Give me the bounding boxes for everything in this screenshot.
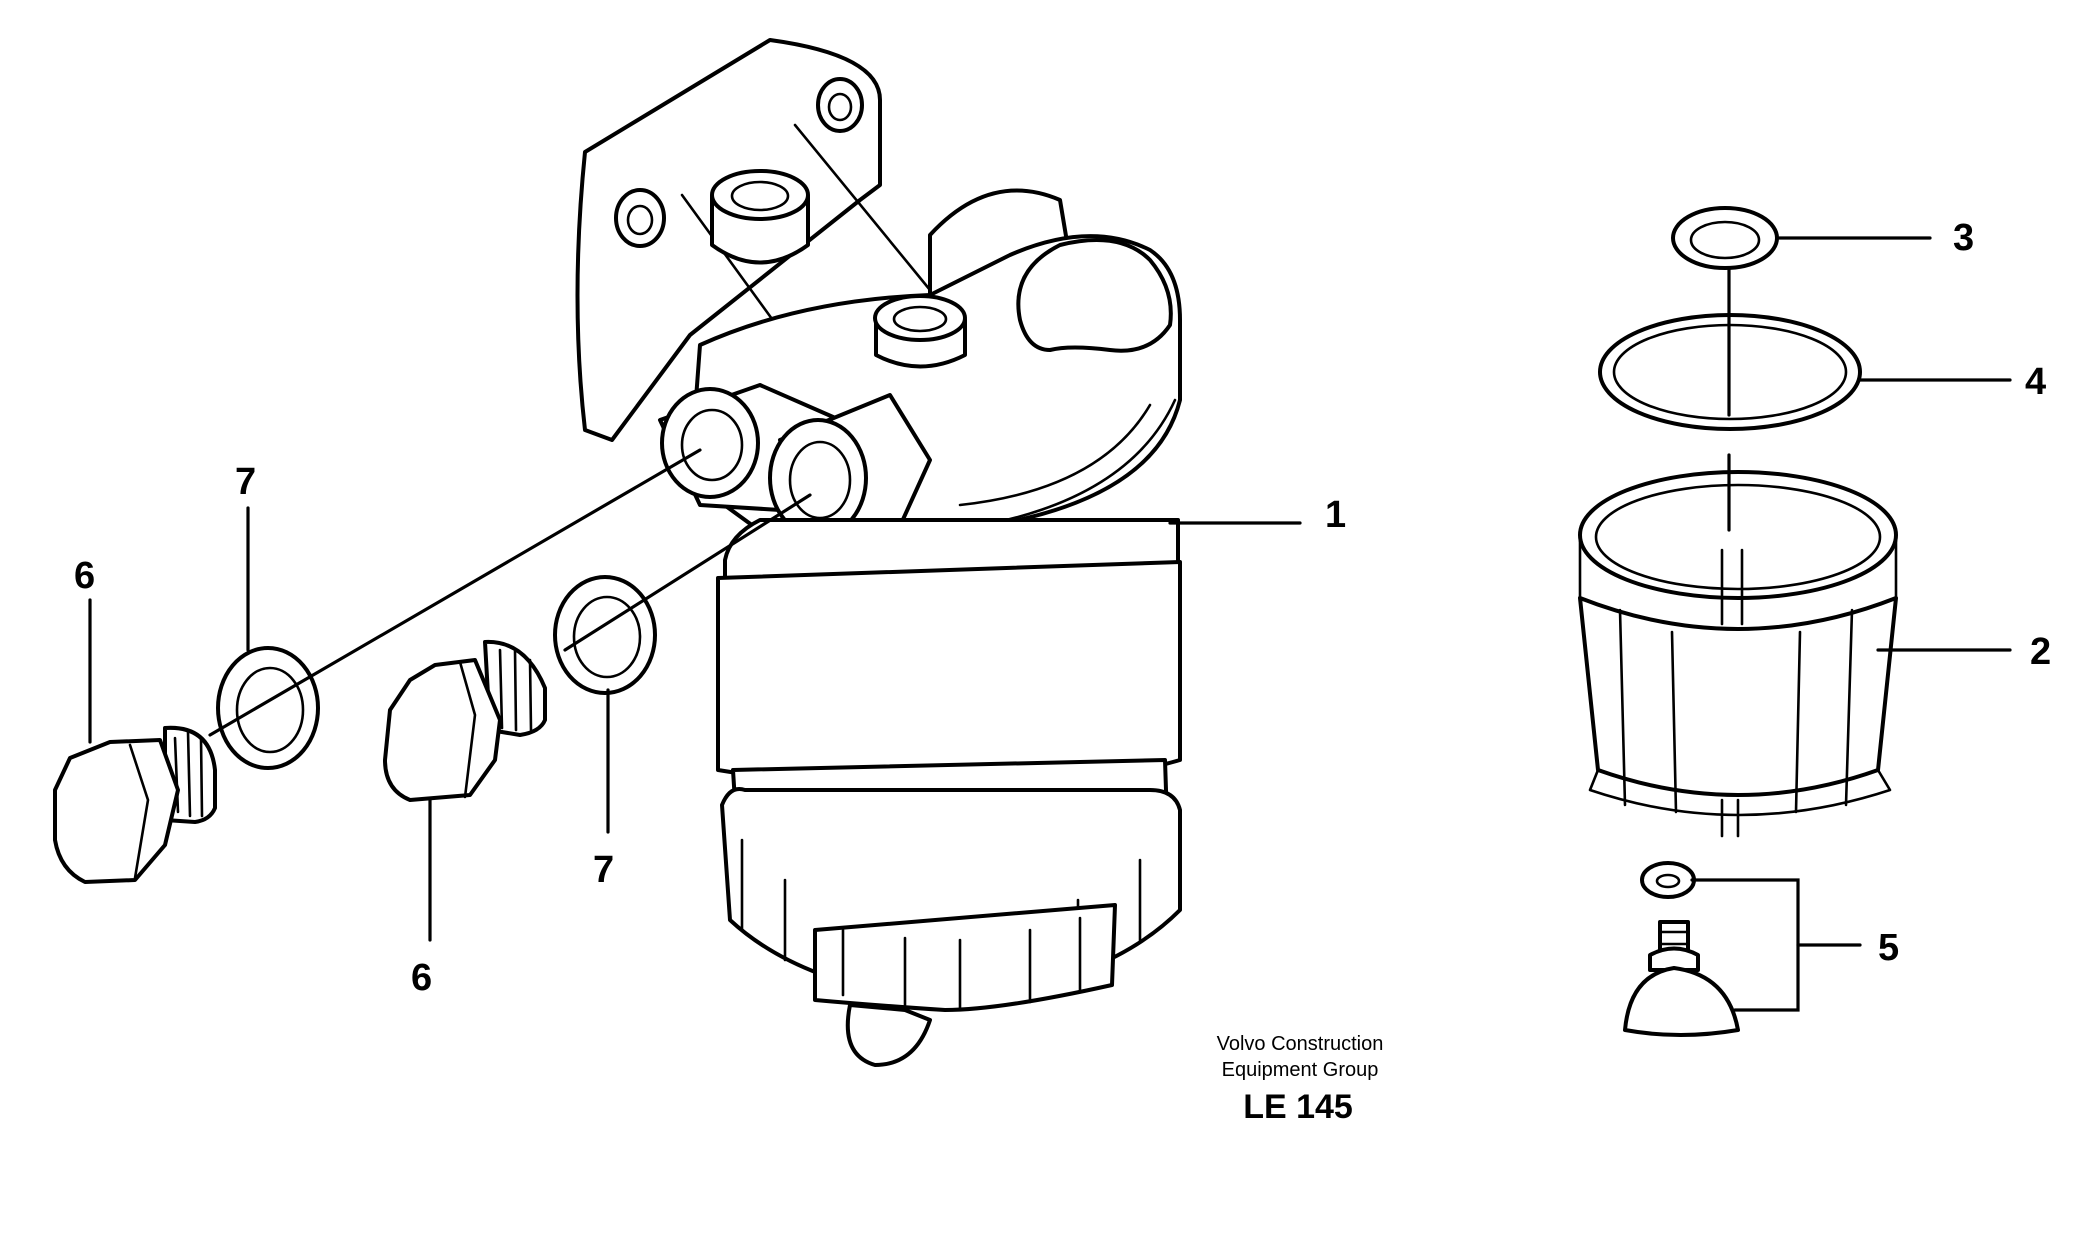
callouts: 1 2 3 4 5 6 7 6 7 <box>74 217 2051 999</box>
callout-7-left: 7 <box>235 461 256 503</box>
bracket-fitting <box>710 169 810 265</box>
head-rear-lobe <box>928 188 1072 302</box>
callout-3: 3 <box>1953 217 1974 259</box>
seal-ring-3 <box>1671 206 1779 270</box>
plug-right <box>383 639 547 802</box>
plug-left <box>53 725 217 884</box>
filter-insert-2 <box>1578 470 1898 838</box>
callout-5: 5 <box>1878 927 1899 969</box>
filter-assembly <box>575 38 1182 1067</box>
credit-block: Volvo Construction Equipment Group LE 14… <box>1217 1033 1384 1126</box>
drain-assembly-5 <box>1623 861 1740 1037</box>
credit-line-1: Volvo Construction <box>1217 1033 1384 1055</box>
washer-right <box>553 575 657 695</box>
callout-6-right: 6 <box>411 957 432 999</box>
washer-left <box>216 646 320 770</box>
leader-lines <box>88 236 2012 1012</box>
assembly-lines <box>208 266 1731 737</box>
credit-line-2: Equipment Group <box>1222 1059 1379 1081</box>
callout-4: 4 <box>2025 361 2046 403</box>
callout-1: 1 <box>1325 494 1346 536</box>
drawing-code: LE 145 <box>1243 1088 1353 1126</box>
callout-7-right: 7 <box>593 849 614 891</box>
callout-2: 2 <box>2030 631 2051 673</box>
filter-cartridge <box>716 518 1182 1067</box>
callout-6-left: 6 <box>74 555 95 597</box>
